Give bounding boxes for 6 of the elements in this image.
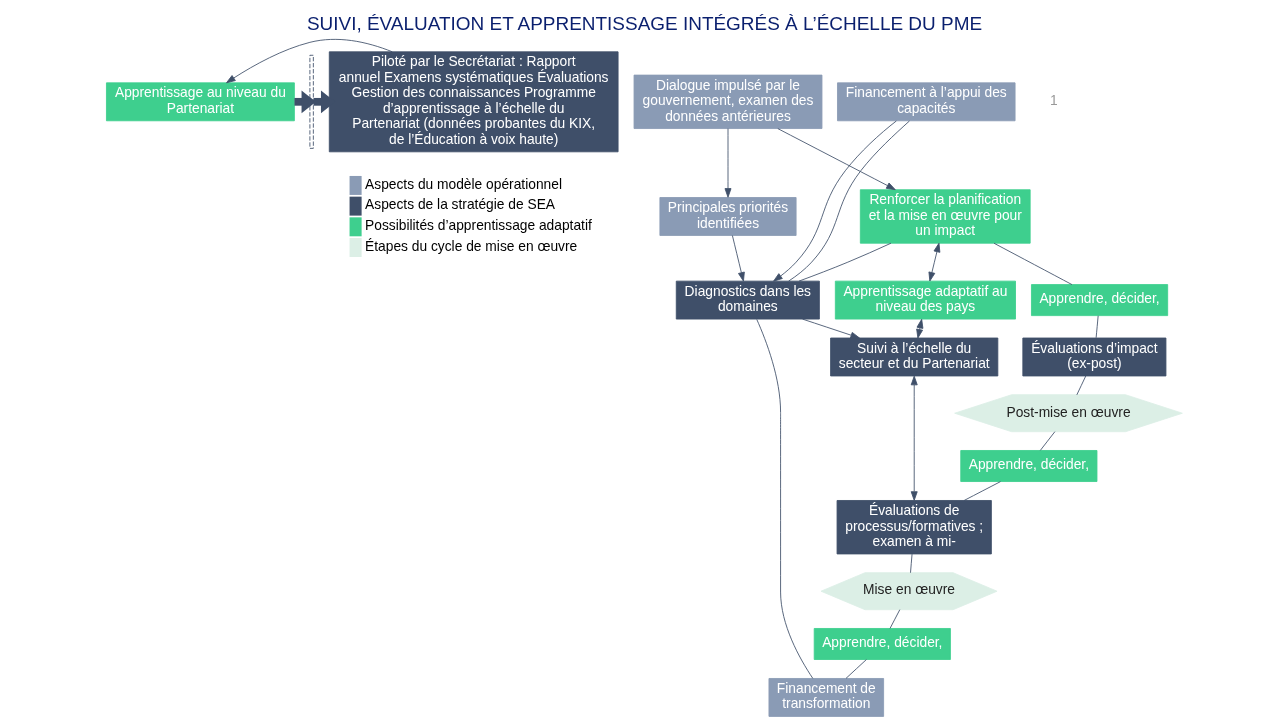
- legend-label: Aspects du modèle opérationnel: [364, 176, 562, 192]
- legend-label: Étapes du cycle de mise en œuvre: [364, 238, 577, 254]
- legend-label: Possibilités d’apprentissage adaptatif: [364, 218, 592, 234]
- legend-label: Aspects de la stratégie de SEA: [364, 197, 555, 213]
- diagram-title: SUIVI, ÉVALUATION ET APPRENTISSAGE INTÉGRÉS À L’ÉCHELLE DU PME: [306, 13, 982, 35]
- label: 1: [1049, 93, 1058, 109]
